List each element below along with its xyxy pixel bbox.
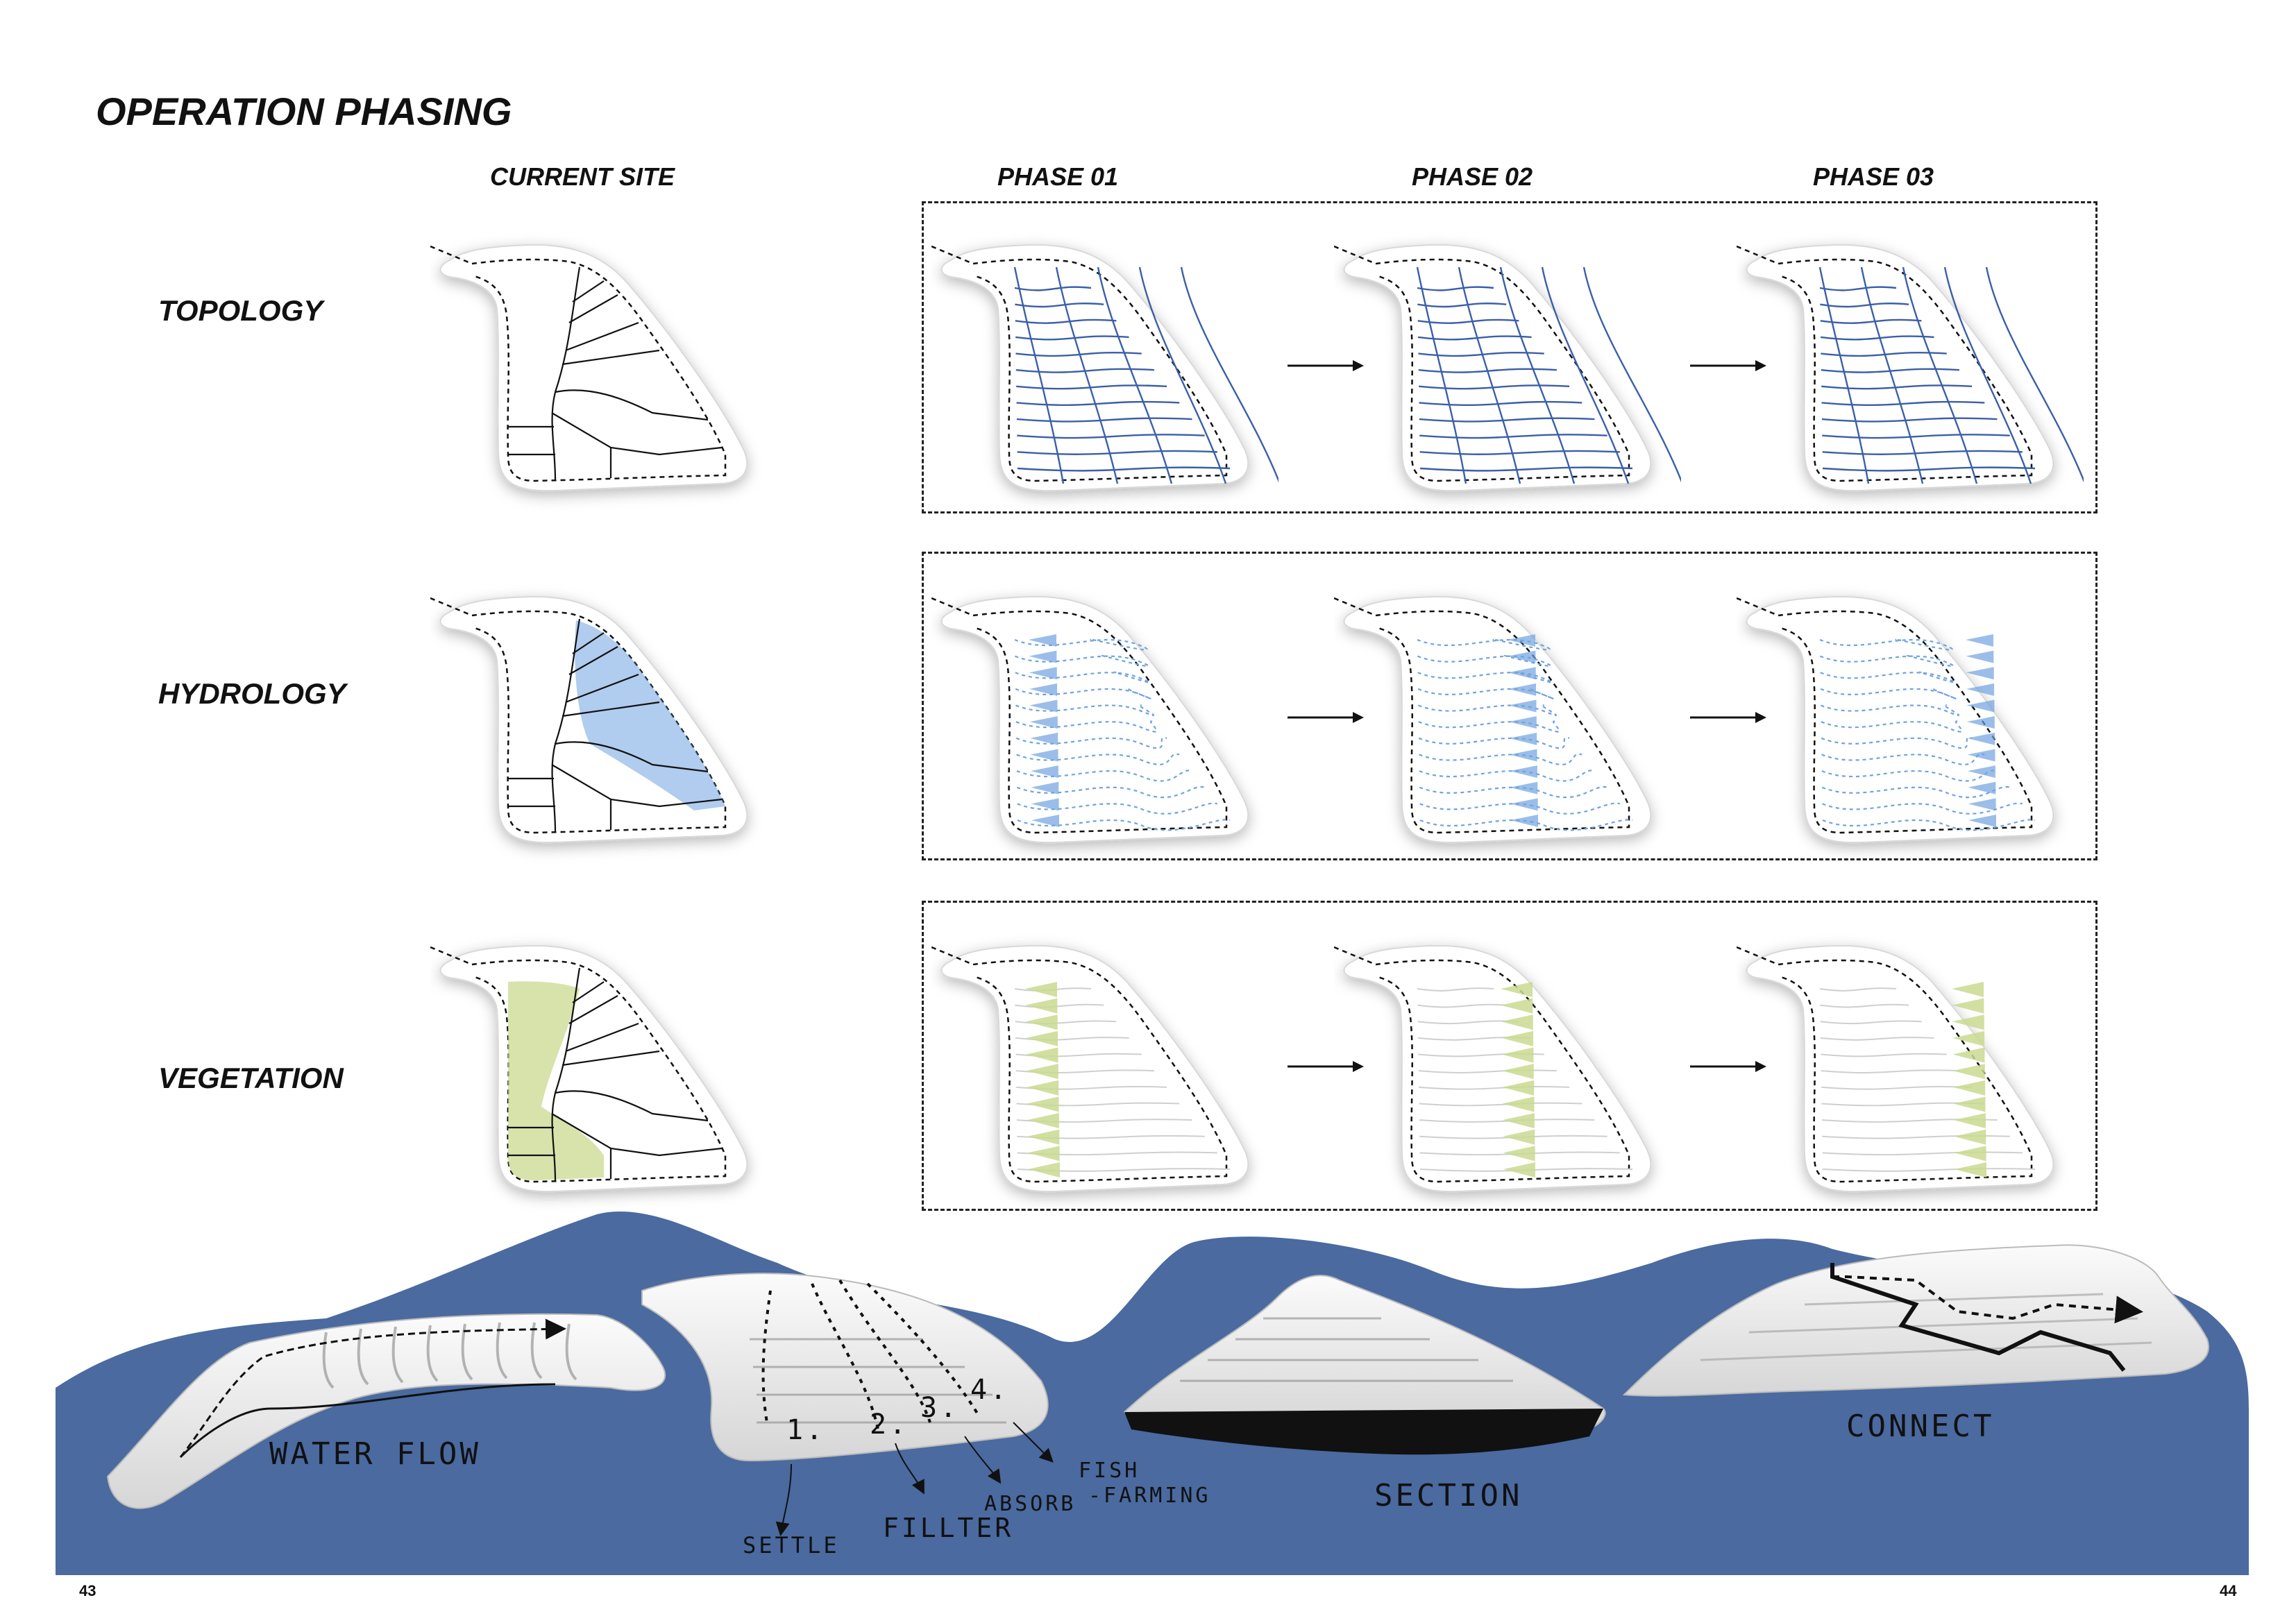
annotation-settle: SETTLE [743,1532,840,1558]
annotation-water-flow: WATER FLOW [269,1436,481,1472]
column-label-phase-02: PHASE 02 [1412,162,1533,192]
topology-phase-02-svg [1334,226,1681,531]
hydrology-current-site-diagram [430,577,777,883]
annotation-farming: -FARMING [1088,1484,1211,1508]
topology-current-site-diagram [430,226,777,531]
water-pocket [1966,667,1994,679]
hydrology-phase-01-svg [931,577,1278,883]
vegetation-phase-02-diagram [1334,926,1681,1232]
row-label-vegetation: VEGETATION [158,1062,344,1095]
annotation-zone-2: 2. [870,1409,909,1441]
topology-phase-arrow-1 [1288,357,1364,374]
topology-phase-03-svg [1737,226,2084,531]
topology-phase-02-diagram [1334,226,1681,531]
page-title: OPERATION PHASING [96,89,512,134]
topology-phase-03-diagram [1737,226,2084,531]
vegetation-phase-01-diagram [931,926,1278,1232]
topology-phase-01-svg [931,226,1278,531]
vegetation-current-site-diagram [430,926,777,1232]
hydrology-current-site-svg [430,577,777,883]
topology-current-site-svg [430,226,777,531]
hydrology-phase-arrow-2 [1690,709,1766,726]
vegetation-phase-03-diagram [1737,926,2084,1232]
hydrology-phase-03-diagram [1737,577,2084,883]
row-label-hydrology: HYDROLOGY [158,677,346,711]
annotation-section: SECTION [1374,1478,1522,1513]
models-illustration [0,1200,2296,1589]
hydrology-phase-01-diagram [931,577,1278,883]
hydrology-phase-03-svg [1737,577,2084,883]
annotation-zone-4: 4. [970,1374,1009,1406]
vegetation-phase-02-svg [1334,926,1681,1232]
water-pocket [1966,651,1993,663]
annotation-connect: CONNECT [1846,1409,1994,1444]
vegetation-phase-03-svg [1737,926,2084,1232]
vegetation-phase-arrow-1 [1288,1058,1364,1075]
annotation-fillter: FILLTER [883,1513,1013,1543]
column-label-phase-03: PHASE 03 [1813,162,1934,192]
annotation-absorb: ABSORB [984,1492,1076,1516]
vegetation-phase-arrow-2 [1690,1058,1766,1075]
row-label-topology: TOPOLOGY [158,294,323,328]
physical-models-strip: WATER FLOW 1. 2. 3. 4. SETTLE FILLTER AB… [0,1200,2296,1589]
annotation-zone-3: 3. [920,1392,959,1424]
topology-phase-01-diagram [931,226,1278,531]
hydrology-phase-arrow-1 [1288,709,1364,726]
water-pocket [1966,634,1993,647]
annotation-zone-1: 1. [786,1414,825,1446]
topology-phase-arrow-2 [1690,357,1766,374]
vegetation-phase-01-svg [931,926,1278,1232]
vegetation-wedge [1952,982,1984,997]
column-label-phase-01: PHASE 01 [997,162,1118,192]
page-number-left: 43 [79,1582,96,1600]
column-label-current-site: CURRENT SITE [490,162,675,192]
page-number-right: 44 [2220,1582,2236,1600]
hydrology-phase-02-svg [1334,577,1681,883]
vegetation-current-site-svg [430,926,777,1232]
hydrology-phase-02-diagram [1334,577,1681,883]
annotation-fish: FISH [1079,1459,1140,1483]
